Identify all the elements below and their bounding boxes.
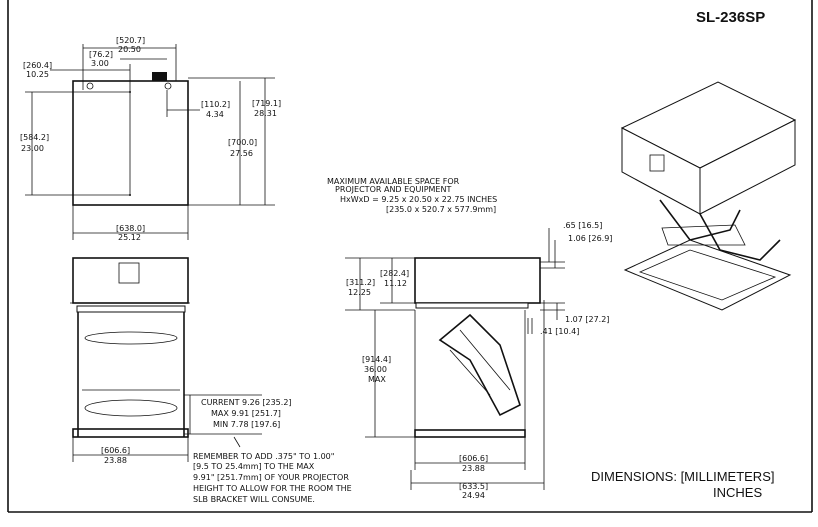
dimension-label: 10.25	[26, 70, 49, 79]
dimension-label: 23.88	[104, 456, 127, 465]
dimension-label: [914.4]	[362, 355, 391, 364]
units-legend: DIMENSIONS: [MILLIMETERS] INCHES	[591, 469, 774, 500]
dimension-label: 1.06 [26.9]	[568, 234, 612, 243]
dimension-label: 20.50	[118, 45, 141, 54]
dimension-label: .65 [16.5]	[563, 221, 602, 230]
dimension-label: [719.1]	[252, 99, 281, 108]
dimension-label: [606.6]	[101, 446, 130, 455]
model-title: SL-236SP	[696, 9, 765, 26]
dimension-label: INCHES	[713, 485, 762, 500]
dimension-label: [76.2]	[89, 50, 113, 59]
side-view	[345, 228, 565, 490]
dimension-label: [9.5 TO 25.4mm] TO THE MAX	[193, 462, 315, 471]
dimension-label: [110.2]	[201, 100, 230, 109]
dimension-label: [282.4]	[380, 269, 409, 278]
dimension-label: MAXIMUM AVAILABLE SPACE FOR	[327, 177, 460, 186]
dimension-label: SLB BRACKET WILL CONSUME.	[193, 495, 315, 504]
sheet-border	[7, 0, 813, 513]
dimension-label: 9.91" [251.7mm] OF YOUR PROJECTOR	[193, 473, 349, 482]
dimension-label: DIMENSIONS: [MILLIMETERS]	[591, 469, 774, 484]
front-view-dimensions: [606.6] 23.88 CURRENT 9.26 [235.2] MAX 9…	[101, 398, 352, 504]
dimension-label: 24.94	[462, 491, 485, 500]
dimension-label: REMEMBER TO ADD .375" TO 1.00"	[193, 452, 334, 461]
dimension-label: 25.12	[118, 233, 141, 242]
dimension-label: [584.2]	[20, 133, 49, 142]
dimension-label: [700.0]	[228, 138, 257, 147]
dimension-label: MAX	[368, 375, 386, 384]
dimension-label: 23.88	[462, 464, 485, 473]
front-view	[70, 257, 262, 462]
dimension-label: .41 [10.4]	[540, 327, 579, 336]
dimension-label: 28.31	[254, 109, 277, 118]
dimension-label: [260.4]	[23, 61, 52, 70]
dimension-label: 12.25	[348, 288, 371, 297]
dimension-label: 4.34	[206, 110, 224, 119]
dimension-label: CURRENT 9.26 [235.2]	[201, 398, 292, 407]
dimension-label: [235.0 x 520.7 x 577.9mm]	[386, 205, 496, 214]
top-view-dimensions: [520.7] 20.50 [76.2] 3.00 [260.4] 10.25 …	[20, 36, 281, 242]
isometric-view	[620, 81, 797, 311]
dimension-label: [311.2]	[346, 278, 375, 287]
dimension-label: HEIGHT TO ALLOW FOR THE ROOM THE	[193, 484, 352, 493]
dimension-label: MAX 9.91 [251.7]	[211, 409, 281, 418]
dimension-label: [638.0]	[116, 224, 145, 233]
dimension-label: 1.07 [27.2]	[565, 315, 609, 324]
dimension-label: 36.00	[364, 365, 387, 374]
dimension-label: 11.12	[384, 279, 407, 288]
dimension-label: PROJECTOR AND EQUIPMENT	[335, 185, 451, 194]
dimension-label: [606.6]	[459, 454, 488, 463]
side-view-dimensions: MAXIMUM AVAILABLE SPACE FOR PROJECTOR AN…	[327, 177, 612, 500]
top-view	[25, 44, 275, 240]
dimension-label: 27.56	[230, 149, 253, 158]
dimension-label: 23.00	[21, 144, 44, 153]
dimension-label: [633.5]	[459, 482, 488, 491]
dimension-label: [520.7]	[116, 36, 145, 45]
dimension-label: HxWxD = 9.25 x 20.50 x 22.75 INCHES	[340, 195, 497, 204]
dimension-label: MIN 7.78 [197.6]	[213, 420, 280, 429]
dimension-label: 3.00	[91, 59, 109, 68]
